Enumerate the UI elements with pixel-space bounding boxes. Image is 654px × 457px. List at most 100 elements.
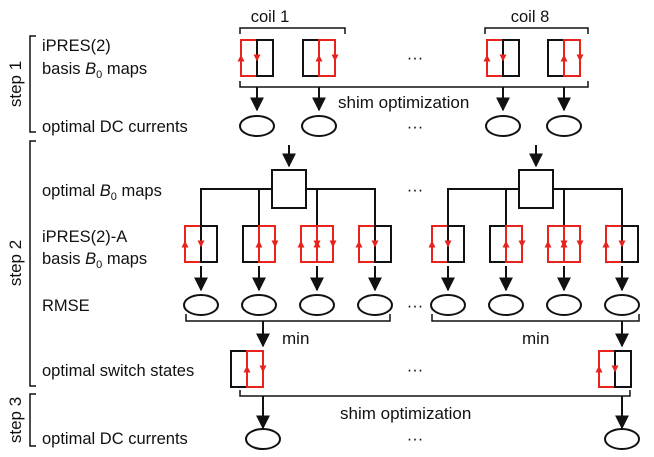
coil-s1-2-left-arrow-up: [483, 54, 491, 62]
coil-switch-right-right-loop: [614, 350, 632, 388]
coil-s2-g0-1-left-loop: [242, 225, 260, 263]
step-2-label: step 2: [6, 240, 25, 286]
shim-bracket-1: [239, 81, 589, 88]
coil-s1-2-left-loop: [486, 39, 504, 77]
coil-switch-right-left-arrow-down: [611, 365, 619, 373]
g0-b0-map-box: [271, 169, 307, 209]
shim-optimization-label-1: shim optimization: [338, 93, 469, 112]
coil-s1-3-right-loop: [563, 39, 581, 77]
coil-s1-1-right-arrow-up: [315, 54, 323, 62]
coil-s2-g1-2-left-loop: [547, 225, 565, 263]
coil-s1-3-left-loop: [547, 39, 565, 77]
coil-s1-3-right-arrow-up: [560, 54, 568, 62]
coil-s2-g1-3-right-loop: [621, 225, 639, 263]
coil-s2-g1-3-left-loop: [605, 225, 623, 263]
dc-currents-label-3: optimal DC currents: [42, 430, 188, 448]
coil-s2-g0-3-left-loop: [358, 225, 376, 263]
coil-s1-0-right-loop: [256, 39, 274, 77]
ellipsis-row2: ···: [407, 118, 423, 136]
s2-g1-rmse-ellipse-2: [546, 294, 582, 316]
coil-s2-g0-0-left-loop: [184, 225, 202, 263]
coil-s1-2-left-arrow-down: [499, 54, 507, 62]
shim-bracket-3: [239, 390, 631, 397]
coil-s2-g1-2-right-loop: [563, 225, 581, 263]
coil-s2-g1-1-right-loop: [505, 225, 523, 263]
s2-g1-rmse-ellipse-1: [488, 294, 524, 316]
coil-s2-g0-3-left-arrow-up: [355, 240, 363, 248]
g1-tree-right-4: [553, 188, 623, 226]
coil-s2-g0-1-right-loop: [258, 225, 276, 263]
min-label-left: min: [282, 329, 309, 348]
dc-currents-label-1: optimal DC currents: [42, 118, 188, 136]
coil-switch-left-right-arrow-up: [243, 365, 251, 373]
g0-tree-right-4: [306, 188, 376, 226]
s2-g0-rmse-ellipse-3: [357, 294, 393, 316]
coil-8-header: coil 8: [511, 8, 550, 26]
coil-s2-g0-2-right-arrow-up: [313, 240, 321, 248]
coil-8-bracket: [484, 27, 589, 34]
coil-s2-g1-2-left-arrow-up: [544, 240, 552, 248]
coil-s2-g0-3-right-loop: [374, 225, 392, 263]
min-bracket-left: [185, 314, 391, 322]
coil-s2-g1-3-left-arrow-down: [618, 240, 626, 248]
step-1-bracket: [29, 35, 36, 133]
ipres-label-line1: iPRES(2): [42, 37, 111, 55]
ipres-label-line2: basis B0 maps: [42, 60, 147, 81]
coil-switch-left-right-loop: [246, 350, 264, 388]
coil-s2-g0-1-right-arrow-up: [255, 240, 263, 248]
step-1-label: step 1: [6, 61, 25, 107]
switch-states-label: optimal switch states: [42, 362, 194, 380]
coil-switch-right-left-loop: [598, 350, 616, 388]
coil-s1-2-right-loop: [502, 39, 520, 77]
coil-s2-g0-0-left-arrow-up: [181, 240, 189, 248]
coil-s2-g1-0-right-loop: [447, 225, 465, 263]
coil-s1-1-right-arrow-down: [331, 54, 339, 62]
rmse-label: RMSE: [42, 297, 90, 315]
ellipsis-row5: ···: [407, 361, 423, 379]
coil-s2-g1-1-left-loop: [489, 225, 507, 263]
shim-optimization-label-3: shim optimization: [340, 404, 471, 423]
ipres-a-label-line2: basis B0 maps: [42, 250, 147, 271]
ipres-a-label-line1: iPRES(2)-A: [42, 228, 127, 246]
s1-current-ellipse-2: [485, 115, 521, 137]
coil-s2-g1-2-right-arrow-up: [560, 240, 568, 248]
ellipsis-row4: ···: [407, 297, 423, 315]
coil-switch-right-left-arrow-up: [595, 365, 603, 373]
coil-s2-g1-3-left-arrow-up: [602, 240, 610, 248]
coil-s2-g1-1-right-arrow-down: [518, 240, 526, 248]
optimal-b0-label: optimal B0 maps: [42, 182, 162, 203]
min-label-right: min: [522, 329, 549, 348]
coil-s2-g0-1-right-arrow-down: [271, 240, 279, 248]
coil-switch-left-right-arrow-down: [259, 365, 267, 373]
s1-current-ellipse-0: [239, 115, 275, 137]
coil-s2-g0-2-right-arrow-down: [329, 240, 337, 248]
step-2-bracket: [29, 140, 36, 387]
coil-s1-1-right-loop: [318, 39, 336, 77]
coil-s1-0-left-arrow-up: [237, 54, 245, 62]
ellipsis-row3: ···: [407, 181, 423, 199]
s1-current-ellipse-1: [301, 115, 337, 137]
g0-tree-left-1: [200, 188, 272, 226]
s1-current-ellipse-3: [546, 115, 582, 137]
coil-s2-g0-3-left-arrow-down: [371, 240, 379, 248]
coil-s2-g0-2-left-arrow-up: [297, 240, 305, 248]
coil-s2-g0-0-left-arrow-down: [197, 240, 205, 248]
s2-g0-rmse-ellipse-0: [183, 294, 219, 316]
coil-s2-g0-2-right-loop: [316, 225, 334, 263]
coil-1-bracket: [239, 27, 346, 34]
s2-g1-rmse-ellipse-3: [604, 294, 640, 316]
s3-current-ellipse-right: [604, 428, 640, 450]
g1-b0-map-box: [518, 169, 554, 209]
coil-s2-g1-0-left-arrow-down: [444, 240, 452, 248]
coil-s1-0-left-arrow-down: [253, 54, 261, 62]
step-3-label: step 3: [6, 397, 25, 443]
ellipsis-row6: ···: [407, 430, 423, 448]
coil-s2-g1-0-left-arrow-up: [428, 240, 436, 248]
s2-g0-rmse-ellipse-1: [241, 294, 277, 316]
coil-s2-g0-0-right-loop: [200, 225, 218, 263]
coil-s2-g0-2-left-loop: [300, 225, 318, 263]
coil-s2-g1-1-right-arrow-up: [502, 240, 510, 248]
diagram-shapes: [181, 39, 640, 450]
ellipsis-row1: ···: [407, 49, 423, 67]
